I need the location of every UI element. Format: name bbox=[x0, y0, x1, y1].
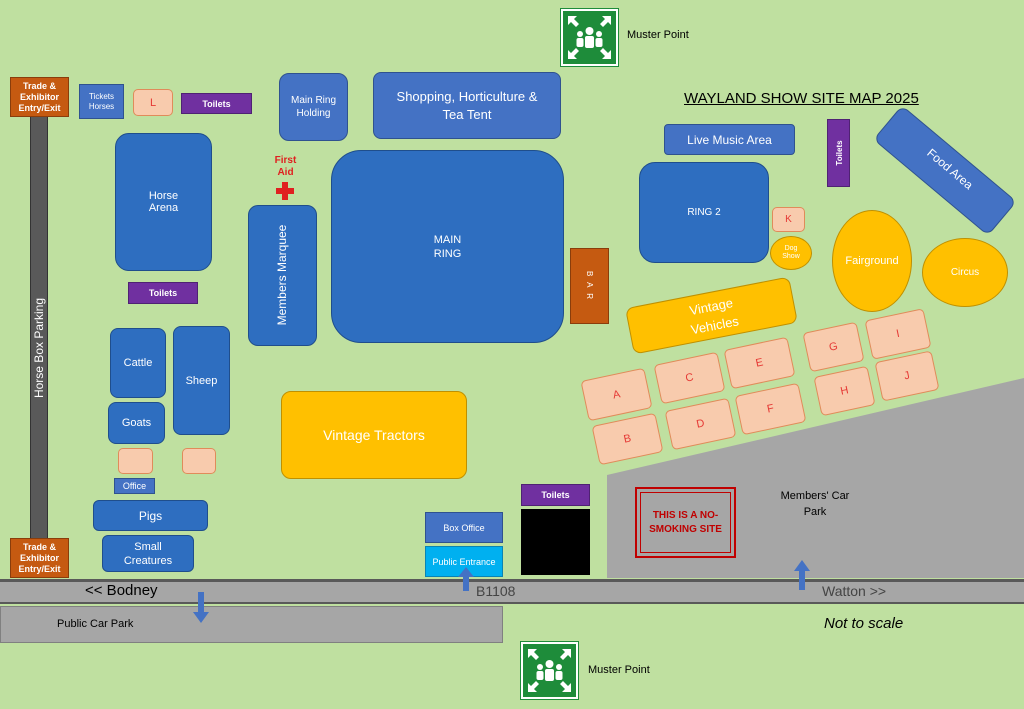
toilets-bottom: Toilets bbox=[521, 484, 590, 506]
shopping-horticulture-tea-tent: Shopping, Horticulture & Tea Tent bbox=[373, 72, 561, 139]
small-pen-2 bbox=[182, 448, 216, 474]
black-block bbox=[521, 509, 590, 575]
goats: Goats bbox=[108, 402, 165, 444]
map-title: WAYLAND SHOW SITE MAP 2025 bbox=[684, 90, 919, 107]
trade-exhibitor-entry-top: Trade & Exhibitor Entry/Exit bbox=[10, 77, 69, 117]
small-creatures: Small Creatures bbox=[102, 535, 194, 572]
first-aid-cross-icon bbox=[275, 181, 295, 201]
box-office: Box Office bbox=[425, 512, 503, 543]
road-left-label: << Bodney bbox=[85, 582, 158, 599]
stall-k: K bbox=[772, 207, 805, 232]
members-marquee-box bbox=[248, 205, 317, 346]
road-b1108 bbox=[0, 579, 1024, 604]
no-smoking-sign: THIS IS A NO-SMOKING SITE bbox=[635, 487, 736, 558]
toilets-right-box bbox=[827, 119, 850, 187]
arrow-up-icon-entrance bbox=[458, 567, 474, 591]
public-car-park-area bbox=[0, 606, 503, 643]
circus: Circus bbox=[922, 238, 1008, 307]
sheep: Sheep bbox=[173, 326, 230, 435]
bar-box bbox=[570, 248, 609, 324]
live-music-area: Live Music Area bbox=[664, 124, 795, 155]
muster-point-icon-top bbox=[560, 8, 619, 67]
toilets-arena: Toilets bbox=[128, 282, 198, 304]
main-ring-holding: Main Ring Holding bbox=[279, 73, 348, 141]
muster-point-icon-bottom bbox=[520, 641, 579, 700]
ring-2: RING 2 bbox=[639, 162, 769, 263]
vintage-tractors: Vintage Tractors bbox=[281, 391, 467, 479]
small-pen-1 bbox=[118, 448, 153, 474]
dog-show: Dog Show bbox=[770, 236, 812, 270]
main-ring: MAIN RING bbox=[331, 150, 564, 343]
road-right-label: Watton >> bbox=[822, 583, 887, 599]
no-smoking-text: THIS IS A NO-SMOKING SITE bbox=[640, 492, 731, 553]
tickets-horses: Tickets Horses bbox=[79, 84, 124, 119]
first-aid-label: First Aid bbox=[274, 155, 297, 178]
office: Office bbox=[114, 478, 155, 494]
muster-point-label-top: Muster Point bbox=[627, 29, 689, 41]
pigs: Pigs bbox=[93, 500, 208, 531]
horse-arena: Horse Arena bbox=[115, 133, 212, 271]
muster-point-label-bottom: Muster Point bbox=[588, 664, 650, 676]
fairground: Fairground bbox=[832, 210, 912, 312]
arrow-up-icon-members bbox=[794, 560, 810, 590]
arrow-down-icon bbox=[193, 592, 209, 623]
stall-l: L bbox=[133, 89, 173, 116]
public-car-park-label: Public Car Park bbox=[57, 618, 134, 630]
toilets-top-left: Toilets bbox=[181, 93, 252, 114]
trade-exhibitor-entry-bottom: Trade & Exhibitor Entry/Exit bbox=[10, 538, 69, 578]
cattle: Cattle bbox=[110, 328, 166, 398]
road-center-label: B1108 bbox=[476, 583, 516, 599]
not-to-scale: Not to scale bbox=[824, 615, 904, 632]
members-car-park-label: Members' Car Park bbox=[780, 490, 850, 518]
